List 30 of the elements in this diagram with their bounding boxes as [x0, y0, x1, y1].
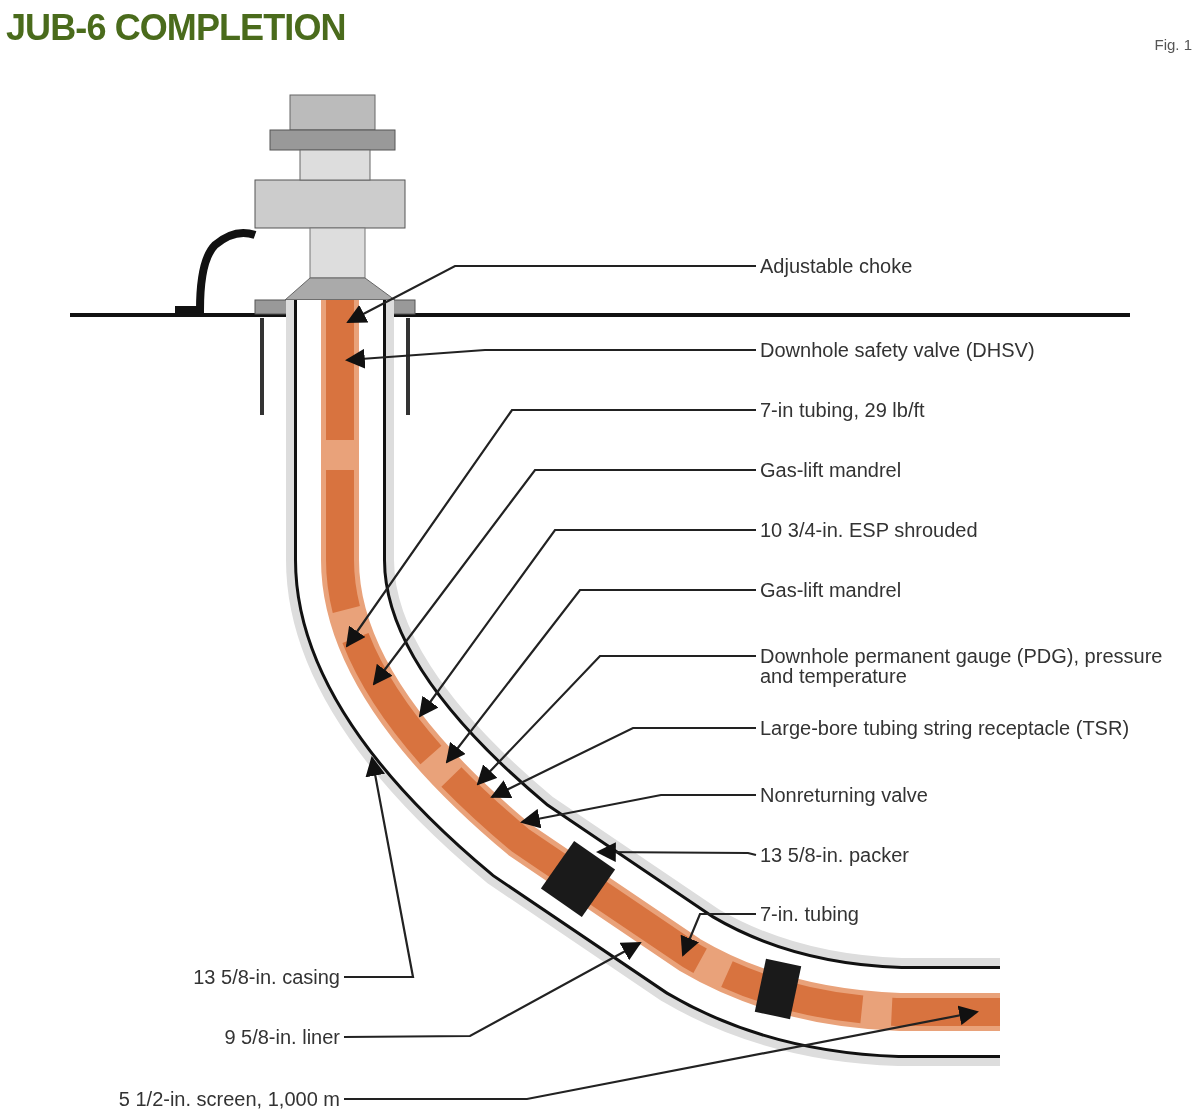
leader-line — [345, 408, 756, 648]
leader-line — [344, 1005, 979, 1101]
leader-line — [596, 842, 757, 862]
leader-line — [344, 942, 642, 1039]
leader-line — [490, 726, 756, 799]
callout-label: 7-in. tubing — [760, 904, 1180, 924]
leader-line — [372, 468, 756, 686]
callout-label: Downhole permanent gauge (PDG), pressure and temperature — [760, 646, 1190, 686]
title: JUB-6 COMPLETION — [6, 10, 346, 46]
callout-label: Nonreturning valve — [760, 785, 1180, 805]
leader-line — [680, 912, 756, 957]
leader-line — [346, 264, 756, 323]
callout-label: Gas-lift mandrel — [760, 460, 1180, 480]
leader-line — [345, 348, 756, 369]
callout-label: Adjustable choke — [760, 256, 1180, 276]
callout-label: 13 5/8-in. casing — [10, 967, 340, 987]
callout-label: 10 3/4-in. ESP shrouded — [760, 520, 1180, 540]
leader-line — [520, 793, 756, 829]
leader-line — [476, 654, 756, 786]
callout-label: Large-bore tubing string receptacle (TSR) — [760, 718, 1180, 738]
callout-label: 13 5/8-in. packer — [760, 845, 1180, 865]
callout-label: 5 1/2-in. screen, 1,000 m — [10, 1089, 340, 1109]
callout-label: 9 5/8-in. liner — [10, 1027, 340, 1047]
callout-label: 7-in tubing, 29 lb/ft — [760, 400, 1180, 420]
figure-number: Fig. 1 — [1154, 35, 1192, 55]
leader-line — [418, 528, 756, 718]
callout-label: Downhole safety valve (DHSV) — [760, 340, 1180, 360]
callout-label: Gas-lift mandrel — [760, 580, 1180, 600]
leader-line — [445, 588, 756, 764]
leader-line — [344, 756, 415, 979]
